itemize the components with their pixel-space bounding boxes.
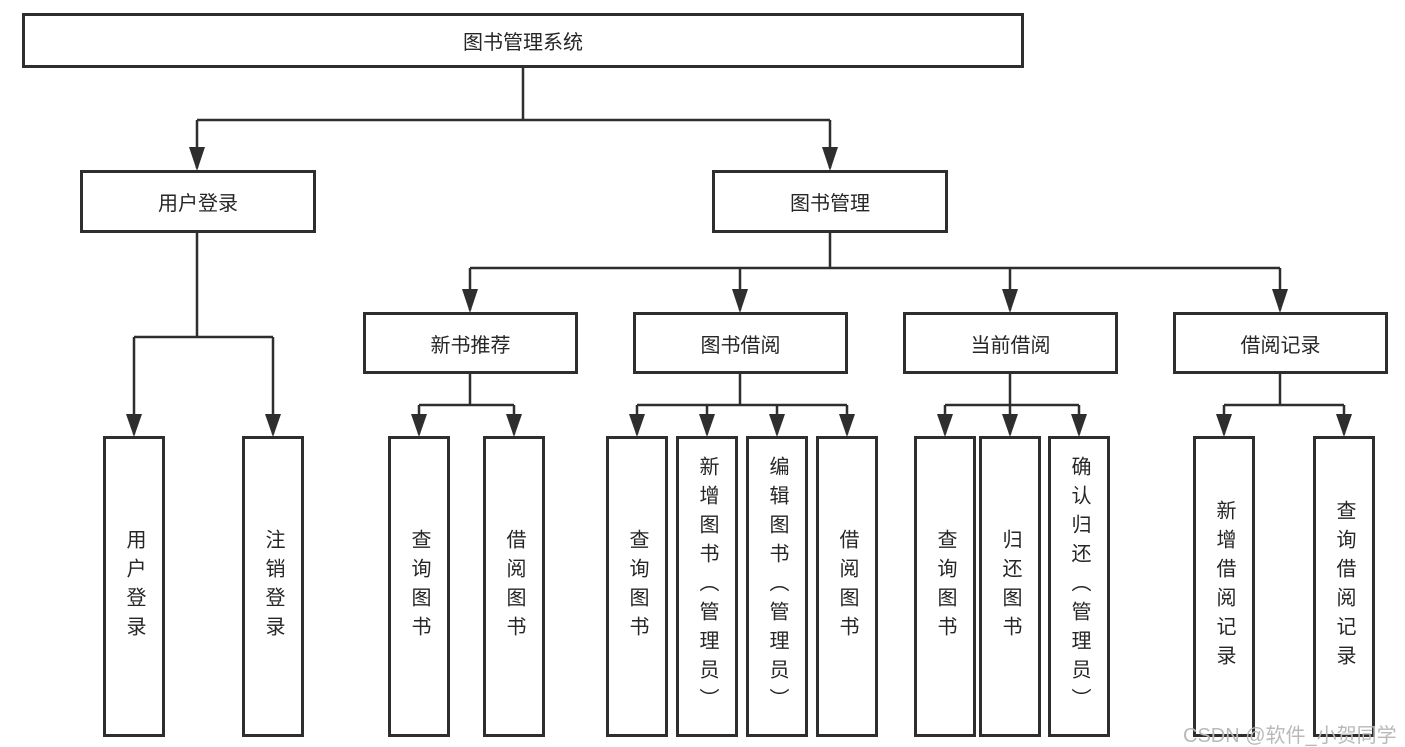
node-new-book-recommend: 新书推荐: [363, 312, 578, 374]
arrow-down-icons: [126, 147, 1352, 437]
node-label: 当前借阅: [970, 334, 1051, 357]
leaf-query-books-current: 查询图书: [914, 436, 976, 737]
leaf-edit-books-admin: 编辑图书（管理员）: [746, 436, 808, 737]
leaf-query-books-borrowing: 查询图书: [606, 436, 668, 737]
node-label: 查询图书: [408, 528, 430, 645]
node-label: 新增借阅记录: [1213, 499, 1235, 674]
leaf-return-books: 归还图书: [979, 436, 1041, 737]
node-label: 用户登录: [123, 528, 145, 645]
node-label: 查询图书: [626, 528, 648, 645]
node-label: 借阅图书: [836, 528, 858, 645]
node-label: 确认归还（管理员）: [1068, 456, 1090, 717]
node-current-borrowing: 当前借阅: [903, 312, 1118, 374]
leaf-borrow-books-recommend: 借阅图书: [483, 436, 545, 737]
node-book-borrowing: 图书借阅: [633, 312, 848, 374]
leaf-logout: 注销登录: [242, 436, 304, 737]
node-label: 归还图书: [999, 528, 1021, 645]
node-label: 新增图书（管理员）: [696, 456, 718, 717]
node-label: 查询借阅记录: [1333, 499, 1355, 674]
node-library-system: 图书管理系统: [22, 13, 1024, 68]
node-label: 图书管理: [790, 193, 870, 215]
leaf-query-borrow-record: 查询借阅记录: [1313, 436, 1375, 737]
node-label: 借阅图书: [503, 528, 525, 645]
leaf-borrow-books: 借阅图书: [816, 436, 878, 737]
node-label: 用户登录: [158, 193, 238, 215]
node-borrow-records: 借阅记录: [1173, 312, 1388, 374]
node-label: 注销登录: [262, 528, 284, 645]
node-label: 图书借阅: [700, 334, 781, 357]
leaf-add-books-admin: 新增图书（管理员）: [676, 436, 738, 737]
leaf-confirm-return-admin: 确认归还（管理员）: [1048, 436, 1110, 737]
node-book-management: 图书管理: [712, 170, 948, 233]
node-label: 图书管理系统: [463, 32, 583, 54]
leaf-user-login: 用户登录: [103, 436, 165, 737]
node-label: 新书推荐: [430, 334, 511, 357]
leaf-query-books-recommend: 查询图书: [388, 436, 450, 737]
connector-segments: [132, 68, 1346, 434]
node-label: 编辑图书（管理员）: [766, 456, 788, 717]
leaf-add-borrow-record: 新增借阅记录: [1193, 436, 1255, 737]
csdn-watermark: CSDN @软件_小贺同学: [1183, 725, 1397, 747]
node-user-login: 用户登录: [80, 170, 316, 233]
node-label: 查询图书: [934, 528, 956, 645]
node-label: 借阅记录: [1240, 334, 1321, 357]
